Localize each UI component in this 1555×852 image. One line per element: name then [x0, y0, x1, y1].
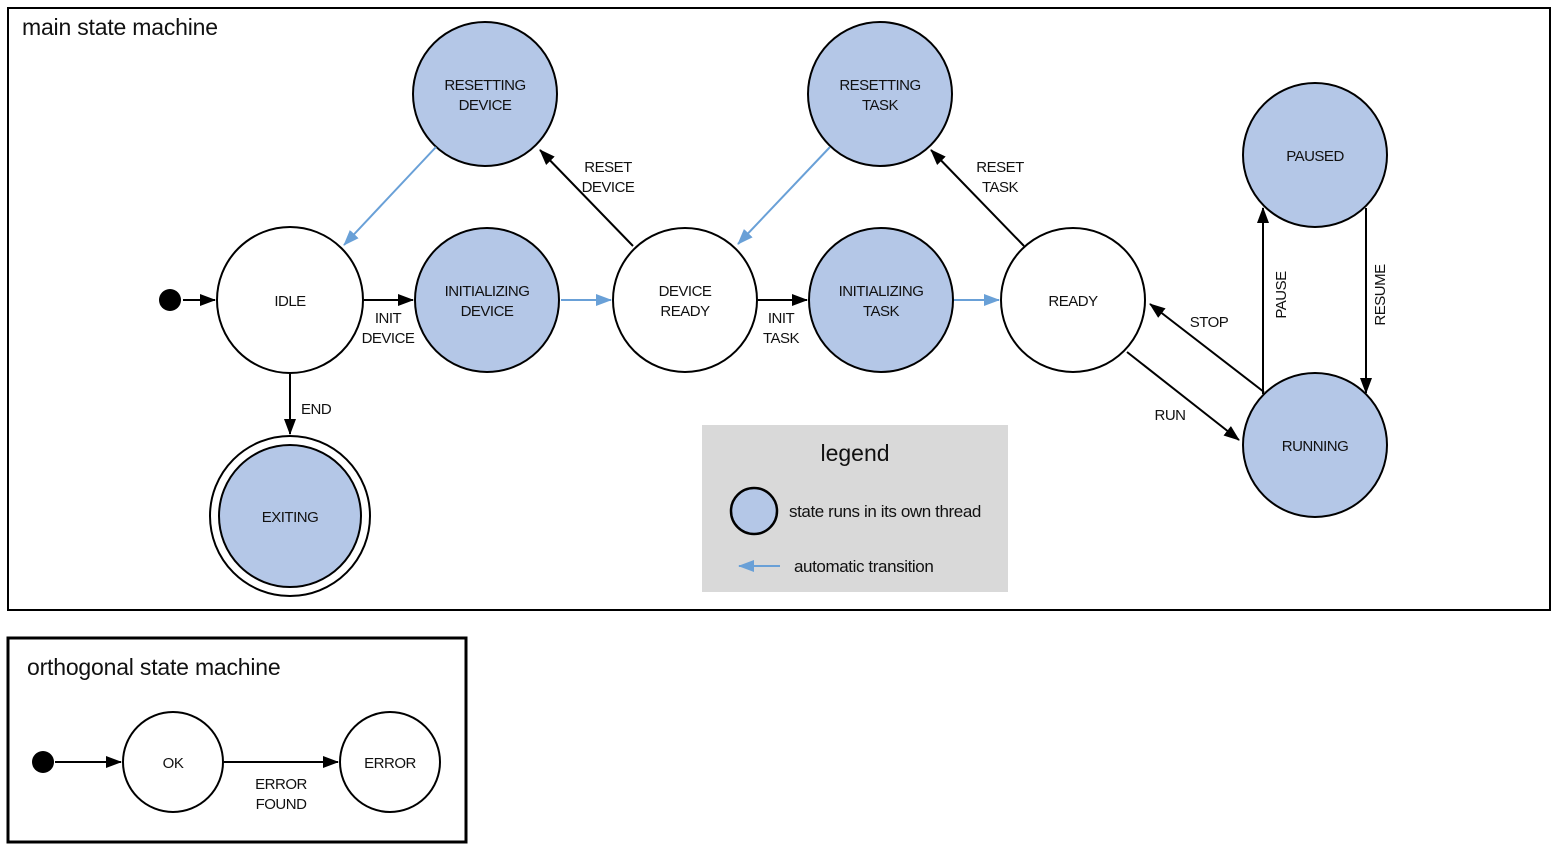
initial-state-dot: [159, 289, 181, 311]
state-label: READY: [1048, 293, 1098, 310]
state-circle: [612, 227, 758, 373]
state-initial: [159, 289, 181, 311]
state-resetting-device: RESETTING DEVICE: [412, 21, 558, 167]
transition-ok-to-error: ERROR FOUND: [224, 756, 339, 813]
state-label-line2: READY: [660, 303, 710, 320]
transition-device-ready-to-initializing-task: INIT TASK: [758, 294, 808, 347]
transition-idle-to-exiting: END: [284, 374, 332, 435]
state-label: IDLE: [274, 293, 306, 310]
transition-ready-to-running: RUN: [1126, 351, 1240, 441]
state-label-line1: DEVICE: [659, 283, 712, 300]
state-label-line1: RESETTING: [839, 77, 920, 94]
automatic-transition-arrow: [343, 146, 437, 246]
state-label-line2: TASK: [862, 97, 899, 114]
state-label-line2: TASK: [863, 303, 900, 320]
state-label-line1: INITIALIZING: [839, 283, 924, 300]
transition-label-line2: TASK: [982, 179, 1019, 196]
legend: legend state runs in its own thread auto…: [702, 425, 1008, 592]
state-circle: [1242, 82, 1388, 228]
transition-arrow: [1126, 351, 1240, 441]
transition-label-line2: TASK: [763, 330, 800, 347]
automatic-transition-arrow: [737, 146, 831, 245]
final-state-inner-circle: [218, 444, 362, 588]
transition-idle-to-initializing-device: INIT DEVICE: [362, 294, 415, 347]
state-idle: IDLE: [216, 226, 364, 374]
state-device-ready: DEVICE READY: [612, 227, 758, 373]
state-error: ERROR: [339, 711, 441, 813]
state-label-line1: INITIALIZING: [445, 283, 530, 300]
legend-threaded-state-label: state runs in its own thread: [789, 502, 981, 521]
transition-label-line1: ERROR: [255, 776, 307, 793]
transition-resetting-task-to-device-ready-automatic: [737, 146, 831, 245]
state-label-line1: RESETTING: [444, 77, 525, 94]
state-circle: [412, 21, 558, 167]
state-label: PAUSED: [1286, 148, 1344, 165]
orthogonal-state-machine-panel: orthogonal state machine OK ERROR ERROR …: [6, 636, 468, 844]
transition-paused-to-running: RESUME: [1360, 208, 1389, 394]
threaded-state-swatch-icon: [729, 486, 779, 536]
transition-resetting-device-to-idle-automatic: [343, 146, 437, 246]
state-circle: [414, 227, 560, 373]
transition-running-to-ready: STOP: [1149, 303, 1265, 393]
state-label: EXITING: [262, 509, 319, 526]
state-circle: [216, 226, 364, 374]
state-label-line2: DEVICE: [461, 303, 514, 320]
state-paused: PAUSED: [1242, 82, 1388, 228]
transition-arrow: [539, 149, 634, 247]
state-circle: [808, 227, 954, 373]
legend-title: legend: [820, 440, 889, 466]
transition-ready-to-resetting-task: RESET TASK: [930, 149, 1025, 247]
state-label: RUNNING: [1282, 438, 1349, 455]
state-resetting-task: RESETTING TASK: [807, 21, 953, 167]
transition-label: RESUME: [1372, 264, 1389, 326]
transition-label-line1: RESET: [584, 159, 632, 176]
state-circle: [1000, 227, 1146, 373]
state-ok: OK: [122, 711, 224, 813]
state-circle: [339, 711, 441, 813]
transition-arrow: [930, 149, 1025, 247]
main-state-machine-panel: main state machine IDLE RESETTING DEVICE…: [7, 7, 1551, 611]
transition-device-ready-to-resetting-device: RESET DEVICE: [539, 149, 635, 247]
transition-label-line1: INIT: [375, 310, 402, 327]
orthogonal-panel-title: orthogonal state machine: [27, 654, 280, 680]
state-label: OK: [163, 755, 184, 772]
transition-label: RUN: [1155, 407, 1186, 424]
transition-label: PAUSE: [1273, 271, 1290, 319]
transition-label: END: [301, 401, 332, 418]
initial-state-dot: [32, 751, 54, 773]
transition-label-line2: DEVICE: [582, 179, 635, 196]
transition-label-line1: INIT: [768, 310, 795, 327]
state-circle: [122, 711, 224, 813]
state-label-line2: DEVICE: [459, 97, 512, 114]
state-initializing-task: INITIALIZING TASK: [808, 227, 954, 373]
state-running: RUNNING: [1242, 372, 1388, 518]
state-circle: [1242, 372, 1388, 518]
transition-running-to-paused: PAUSE: [1257, 207, 1290, 394]
transition-label-line2: FOUND: [256, 796, 307, 813]
state-initial-orthogonal: [32, 751, 54, 773]
state-ready: READY: [1000, 227, 1146, 373]
state-exiting-final: EXITING: [209, 435, 371, 597]
transition-label-line1: RESET: [976, 159, 1024, 176]
legend-automatic-transition-label: automatic transition: [794, 557, 933, 576]
transition-arrow: [1149, 303, 1265, 393]
transition-label-line2: DEVICE: [362, 330, 415, 347]
main-panel-title: main state machine: [22, 14, 218, 40]
transition-label: STOP: [1190, 314, 1229, 331]
state-label: ERROR: [364, 755, 416, 772]
state-initializing-device: INITIALIZING DEVICE: [414, 227, 560, 373]
state-circle: [807, 21, 953, 167]
